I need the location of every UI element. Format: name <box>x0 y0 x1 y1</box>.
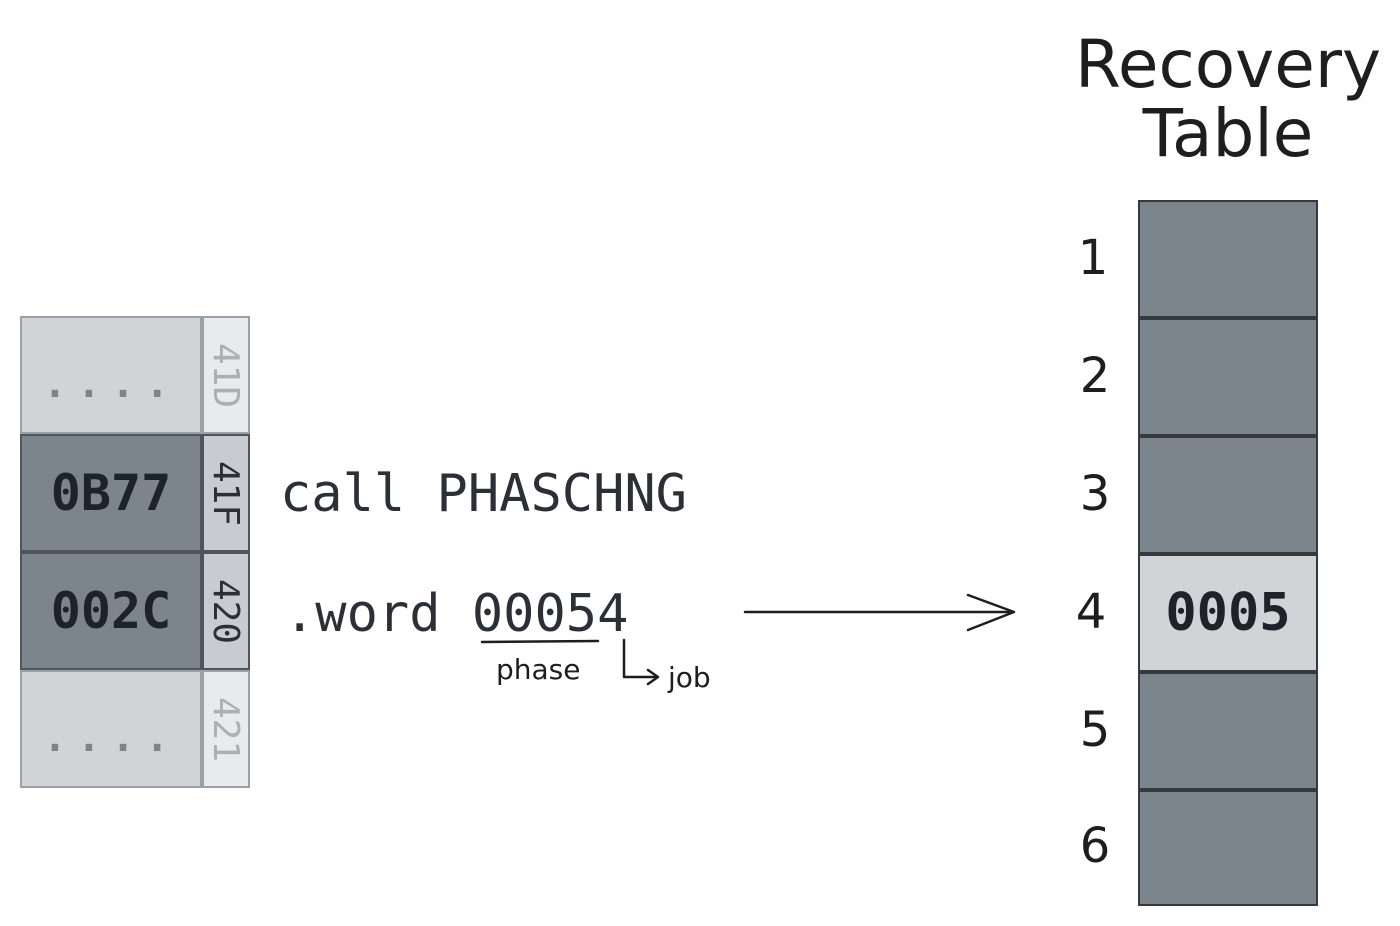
memory-address: 420 <box>202 552 250 670</box>
memory-cell-value: 002C <box>50 582 172 640</box>
recovery-row-index: 4 <box>1075 584 1107 640</box>
job-bracket <box>622 638 658 679</box>
memory-address-label: 421 <box>205 696 247 762</box>
memory-cell-value: .... <box>42 715 180 761</box>
recovery-row-index: 3 <box>1079 466 1111 522</box>
recovery-row-value: 0005 <box>1165 583 1291 643</box>
memory-address-label: 420 <box>205 578 247 644</box>
recovery-row <box>1138 790 1318 906</box>
recovery-row-index: 2 <box>1079 348 1111 404</box>
memory-address: 41F <box>202 434 250 552</box>
main-arrowhead <box>966 593 1016 632</box>
phase-label-text: phase <box>496 653 581 686</box>
memory-cell: 0B77 <box>20 434 202 552</box>
memory-address: 41D <box>202 316 250 434</box>
word-directive: .word <box>284 584 472 644</box>
memory-address-label: 41D <box>205 342 247 408</box>
job-arrowhead <box>646 668 660 686</box>
job-label-text: job <box>668 661 711 694</box>
memory-address-label: 41F <box>205 460 247 526</box>
code-line-word: .word 00054 <box>284 588 628 640</box>
memory-address: 421 <box>202 670 250 788</box>
recovery-row <box>1138 672 1318 790</box>
memory-cell-value: 0B77 <box>50 464 172 522</box>
phase-label: phase <box>496 656 581 684</box>
code-line-call: call PHASCHNG <box>280 468 687 520</box>
recovery-row-index: 1 <box>1077 230 1109 286</box>
memory-cell: .... <box>20 670 202 788</box>
recovery-row-index: 6 <box>1079 818 1111 874</box>
job-label: job <box>668 664 711 692</box>
recovery-row <box>1138 436 1318 554</box>
memory-cell: 002C <box>20 552 202 670</box>
word-job-digit: 4 <box>597 584 629 644</box>
recovery-row <box>1138 318 1318 436</box>
recovery-table-title-line2: Table <box>1142 95 1314 173</box>
recovery-row-index: 5 <box>1079 702 1111 758</box>
recovery-row: 0005 <box>1138 554 1318 672</box>
recovery-table-title: Recovery Table <box>1068 30 1388 169</box>
memory-cell-value: .... <box>42 361 180 407</box>
memory-cell: .... <box>20 316 202 434</box>
recovery-table-title-line1: Recovery <box>1074 26 1382 103</box>
call-instruction: call PHASCHNG <box>280 464 687 524</box>
word-phase-digits: 0005 <box>471 584 598 644</box>
recovery-row <box>1138 200 1318 318</box>
